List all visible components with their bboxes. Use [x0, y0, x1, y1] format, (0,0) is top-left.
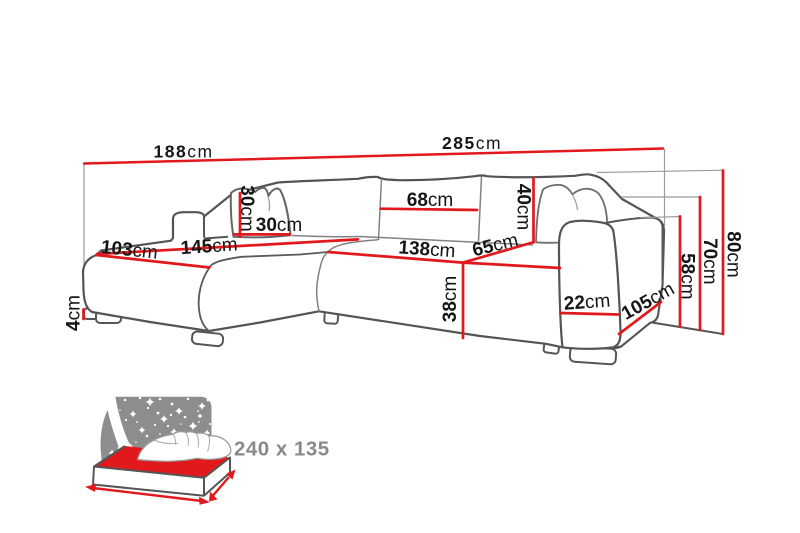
svg-text:4cm: 4cm — [63, 295, 84, 331]
svg-text:68cm: 68cm — [407, 190, 453, 211]
svg-text:70cm: 70cm — [699, 238, 720, 284]
svg-text:58cm: 58cm — [677, 253, 698, 299]
svg-text:188cm: 188cm — [153, 141, 213, 161]
svg-text:240 x 135: 240 x 135 — [234, 438, 330, 461]
svg-text:30cm: 30cm — [236, 185, 257, 231]
svg-text:40cm: 40cm — [513, 184, 534, 230]
svg-text:138cm: 138cm — [398, 237, 456, 262]
svg-text:145cm: 145cm — [180, 234, 238, 259]
svg-text:285cm: 285cm — [442, 133, 502, 153]
svg-text:22cm: 22cm — [563, 291, 611, 315]
svg-text:103cm: 103cm — [100, 237, 159, 264]
svg-text:38cm: 38cm — [440, 276, 461, 322]
svg-text:30cm: 30cm — [256, 215, 302, 236]
svg-text:80cm: 80cm — [723, 231, 744, 277]
